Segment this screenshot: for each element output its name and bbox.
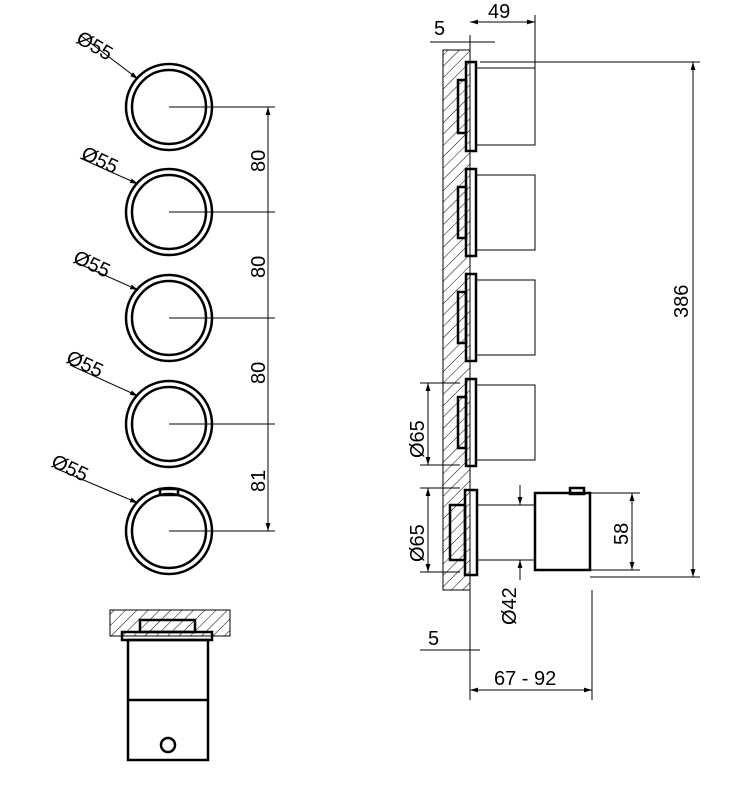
knob-side [456,272,536,363]
knob-front [54,467,275,576]
depth-range-label: 67 - 92 [494,668,556,690]
knob-front [79,157,275,257]
knob-front [69,364,275,469]
diameter-label: Ø55 [70,247,114,283]
height-label: 386 [671,285,693,318]
offset-label: 5 [434,18,445,40]
knob-front [74,261,275,363]
front-dimensions: 80 80 80 81 Ø55 Ø55 Ø55 Ø55 Ø55 [48,27,271,531]
front-view [54,34,275,576]
knob-side [456,377,536,468]
bottom-section-view [109,609,231,762]
depth-label: 49 [488,1,510,23]
diameter-label: Ø65 [407,524,429,562]
knob-side [456,167,536,258]
side-view: 49 5 386 58 Ø65 Ø65 Ø42 5 67 - 92 [407,1,700,700]
diameter-label: Ø55 [73,27,117,65]
spacing-label: 80 [248,256,270,278]
thermo-height-label: 58 [611,523,633,545]
knob-side [456,60,536,153]
diameter-label: Ø65 [407,420,429,458]
spacing-label: 80 [248,150,270,172]
knob-front [79,34,275,152]
spacing-label: 80 [248,362,270,384]
offset-label: 5 [428,628,439,650]
spacing-label: 81 [248,470,270,492]
stem-diameter-label: Ø42 [499,587,521,625]
diameter-label: Ø55 [63,347,107,383]
